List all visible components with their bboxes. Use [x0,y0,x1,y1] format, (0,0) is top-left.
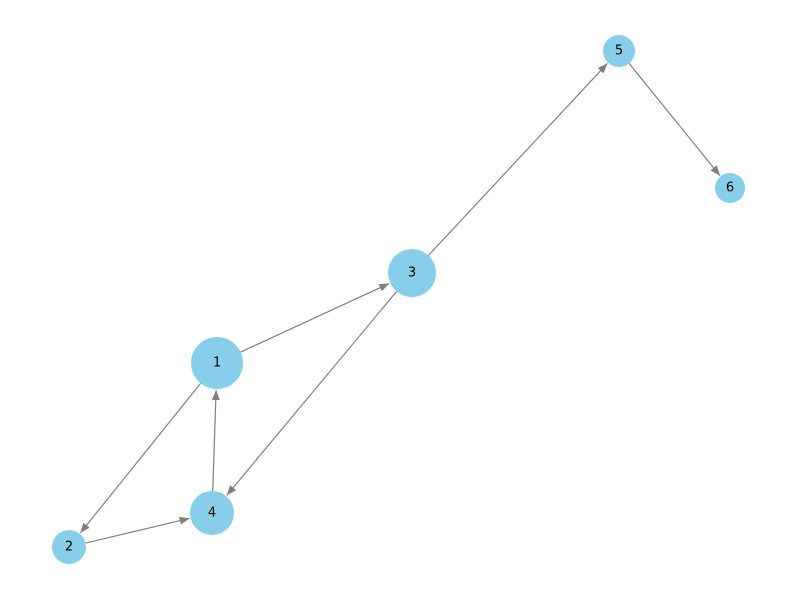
node-circle[interactable] [191,337,243,389]
node-4[interactable]: 4 [190,491,234,535]
node-2[interactable]: 2 [52,530,86,564]
edge-1-to-3 [240,282,390,353]
node-circle[interactable] [52,530,86,564]
node-circle[interactable] [388,249,436,297]
node-3[interactable]: 3 [388,249,436,297]
edge-3-to-5 [427,63,608,256]
edge-4-to-1 [211,389,220,492]
edge-3-to-4 [226,291,398,496]
node-6[interactable]: 6 [715,173,745,203]
node-label: 5 [615,44,623,59]
node-label: 4 [208,506,216,521]
node-circle[interactable] [190,491,234,535]
edge-1-to-2 [79,382,202,534]
node-1[interactable]: 1 [191,337,243,389]
edges-layer [79,63,721,544]
node-label: 6 [726,181,734,196]
node-label: 3 [408,266,416,281]
edge-5-to-6 [628,63,721,176]
node-5[interactable]: 5 [603,35,635,67]
edge-2-to-4 [85,516,190,544]
node-label: 2 [65,540,73,555]
node-circle[interactable] [715,173,745,203]
node-label: 1 [213,356,221,371]
nodes-layer: 1 2 3 4 5 6 [52,35,745,564]
node-circle[interactable] [603,35,635,67]
